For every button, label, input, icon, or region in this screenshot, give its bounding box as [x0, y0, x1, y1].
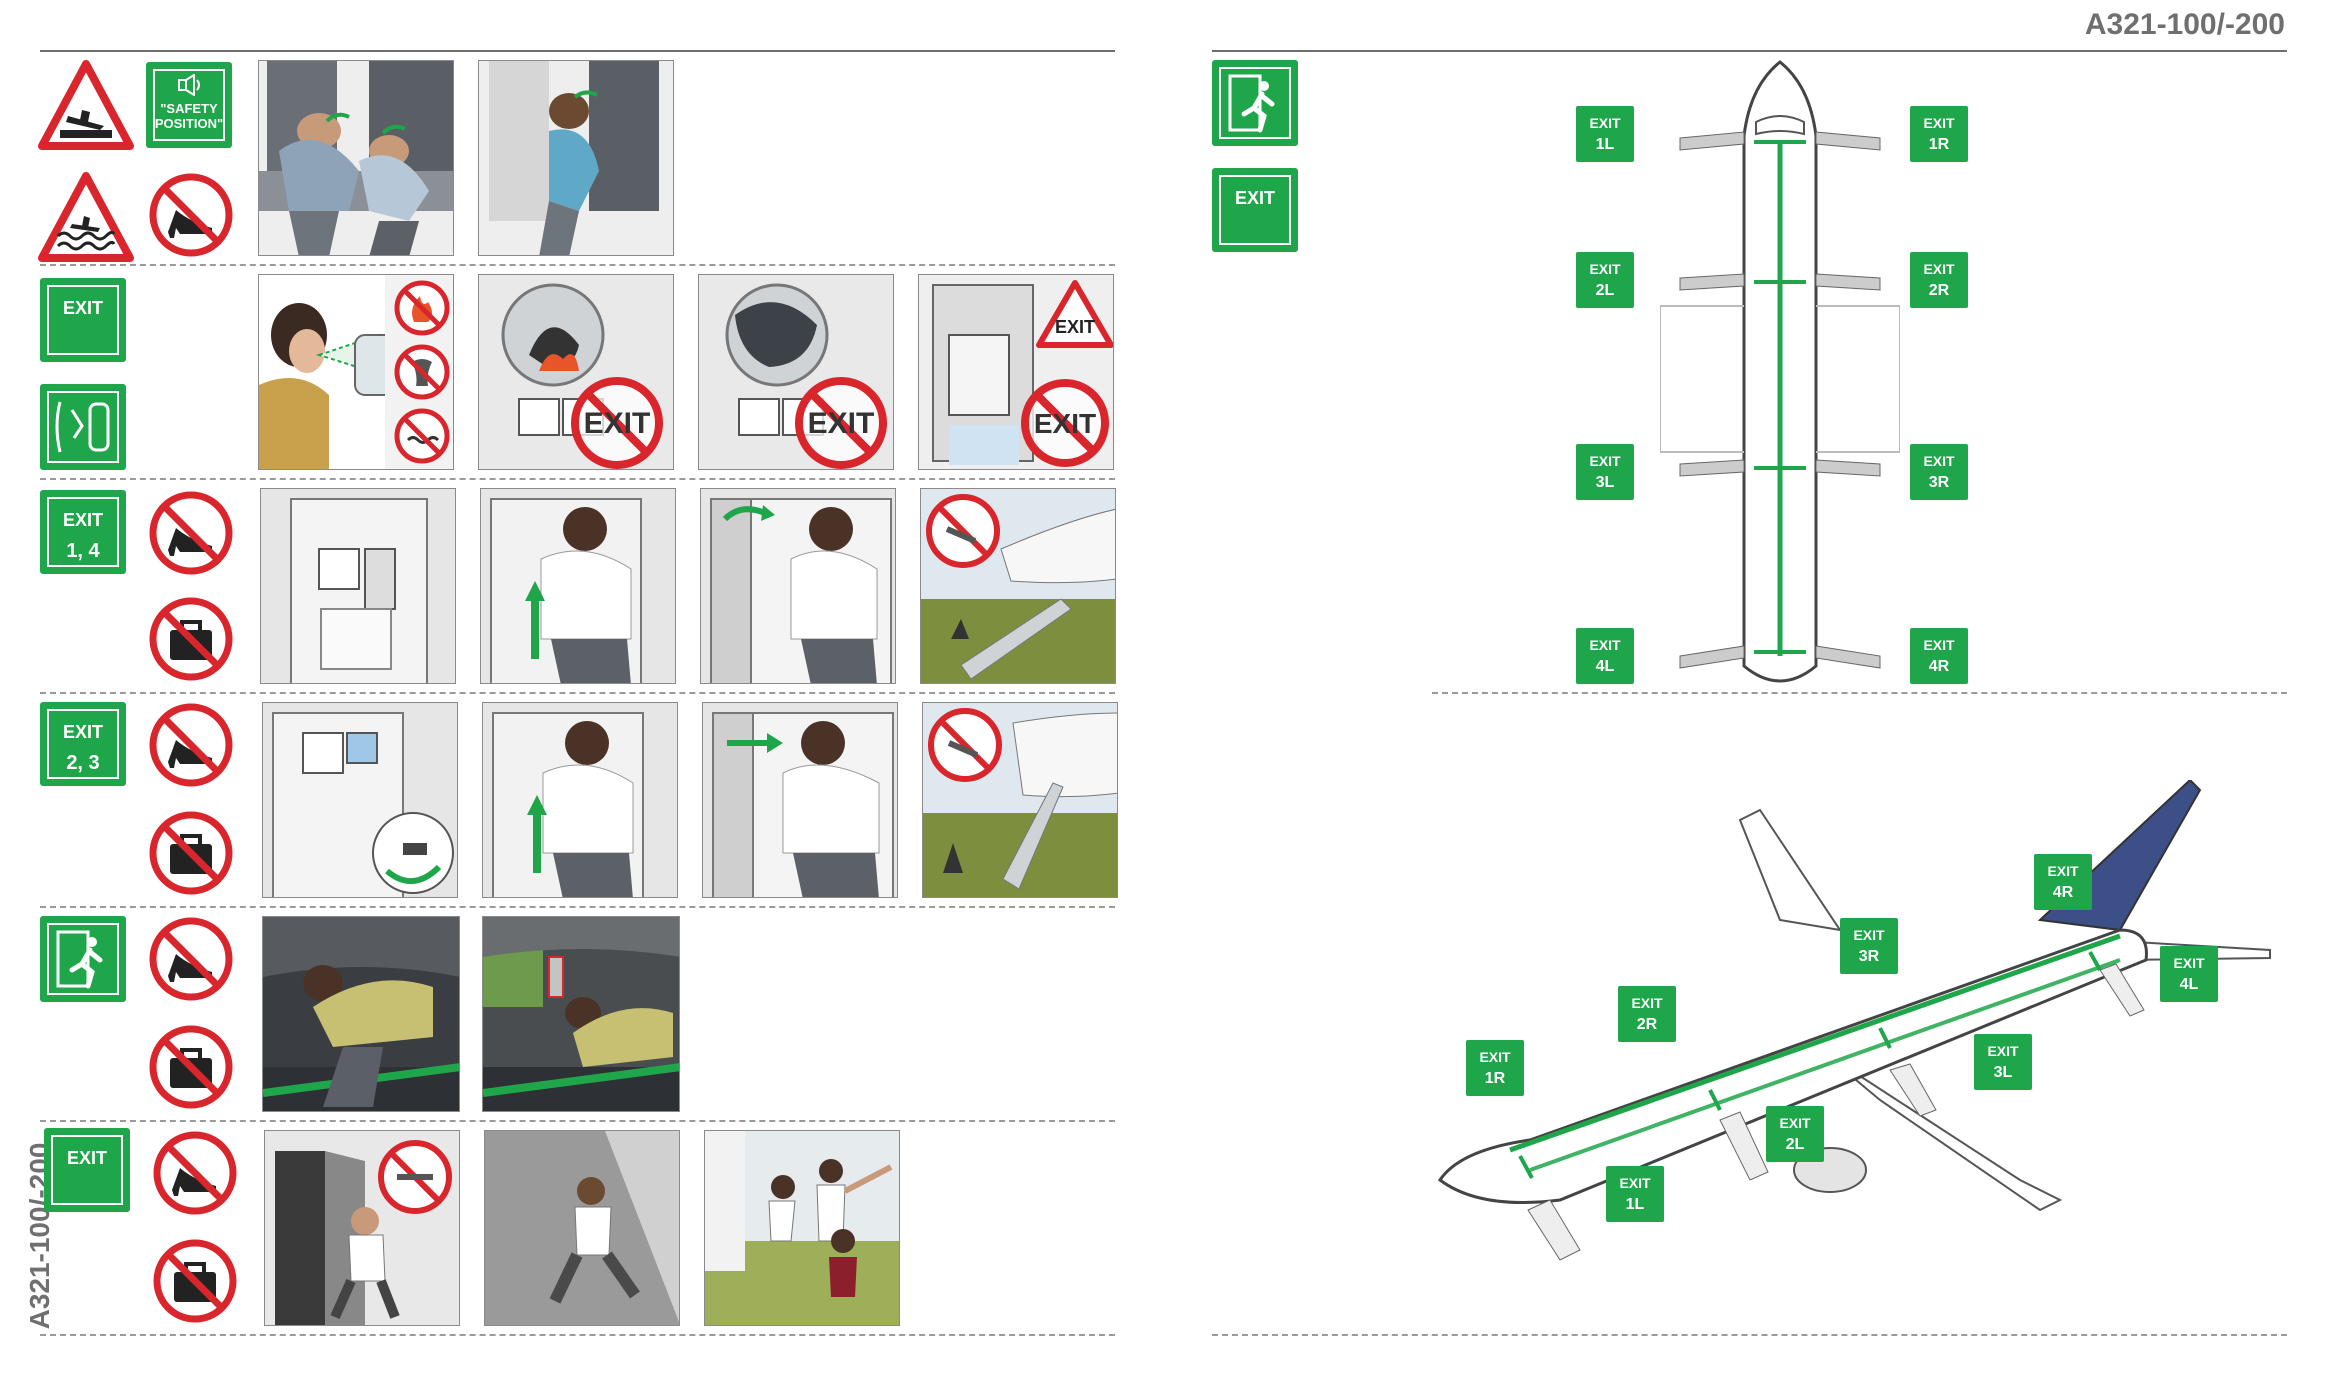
ditching-warning-icon [38, 172, 134, 262]
exit-sign-icon-row6: EXIT [44, 1128, 130, 1212]
cabin-floor-plan [1660, 60, 1900, 683]
running-man-icon-right [1212, 60, 1298, 146]
no-baggage-icon [149, 597, 233, 681]
bottom-rule-left [40, 1334, 1115, 1336]
model-title: A321-100/-200 [2084, 8, 2285, 41]
door-1-4-closed-panel [260, 488, 456, 684]
no-high-heels-icon [149, 703, 233, 787]
run-away-panel [704, 1130, 900, 1326]
exit-label-right: EXIT [1234, 188, 1275, 208]
no-baggage-icon [149, 1025, 233, 1109]
no-smoke-icon [394, 344, 450, 400]
crawl-smoke-panel-2 [482, 916, 680, 1112]
exit-sign-label: EXIT [62, 298, 103, 318]
no-high-heels-icon [149, 491, 233, 575]
smoke-outside-panel: EXIT [698, 274, 894, 470]
slide-1-4-panel [920, 488, 1116, 684]
water-outside-panel: EXIT EXIT [918, 274, 1114, 470]
no-water-icon [394, 408, 450, 464]
crawl-smoke-panel-1 [262, 916, 460, 1112]
exit-numbers-row4: 2, 3 [66, 752, 100, 774]
exit-label-row3: EXIT [62, 510, 103, 530]
fire-outside-panel: EXIT [478, 274, 674, 470]
no-high-heels-icon [153, 1131, 237, 1215]
bottom-rule-right [1212, 1334, 2287, 1336]
running-man-icon [40, 916, 126, 1002]
no-baggage-icon [149, 811, 233, 895]
safety-position-line2: POSITION" [154, 116, 224, 131]
exit-2-3-icon: EXIT 2, 3 [40, 702, 126, 786]
exit-label-row4: EXIT [62, 722, 103, 742]
no-exit-text-2: EXIT [808, 407, 875, 440]
exit-1-4-icon: EXIT 1, 4 [40, 490, 126, 574]
row-divider-4 [40, 906, 1115, 908]
exit-door-icon [40, 384, 126, 470]
no-high-heels-icon [149, 917, 233, 1001]
no-high-heels-icon [149, 173, 233, 257]
safety-position-line1: "SAFETY [160, 101, 218, 116]
no-exit-text-3: EXIT [1034, 408, 1096, 439]
no-exit-text-1: EXIT [584, 407, 651, 440]
door-2-3-closed-panel [262, 702, 458, 898]
exit-sign-icon-row2: EXIT [40, 278, 126, 362]
row-divider-5 [40, 1120, 1115, 1122]
row-divider-3 [40, 692, 1115, 694]
exit-label-row6: EXIT [66, 1148, 107, 1168]
jump-slide-panel [264, 1130, 460, 1326]
door-2-3-open-panel [702, 702, 898, 898]
aircraft-3d-view [1437, 780, 2271, 1261]
row-divider-1 [40, 264, 1115, 266]
exit-sign-icon-right: EXIT [1212, 168, 1298, 252]
door-1-4-lift-handle-panel [480, 488, 676, 684]
brace-panel-1 [258, 60, 454, 256]
top-rule-left [40, 50, 1115, 52]
warning-exit-text: EXIT [1055, 317, 1095, 337]
mid-rule-right [1432, 692, 2287, 694]
door-1-4-open-panel [700, 488, 896, 684]
top-rule-right [1212, 50, 2287, 52]
exit-numbers-row3: 1, 4 [66, 540, 100, 562]
brace-panel-2 [478, 60, 674, 256]
row-divider-2 [40, 478, 1115, 480]
brace-warning-icon [38, 60, 134, 150]
slide-2-3-panel [922, 702, 1118, 898]
door-2-3-lift-handle-panel [482, 702, 678, 898]
no-fire-icon [394, 280, 450, 336]
slide-down-panel [484, 1130, 680, 1326]
safety-position-icon: "SAFETY POSITION" [146, 62, 232, 148]
no-baggage-icon [153, 1239, 237, 1323]
